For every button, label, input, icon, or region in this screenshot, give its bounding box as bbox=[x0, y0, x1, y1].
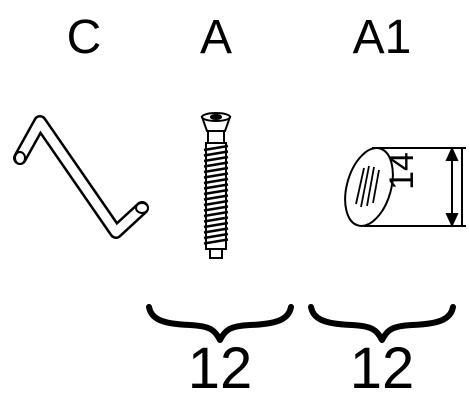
dowel-length-label: 14 bbox=[383, 152, 421, 190]
cam-bolt-icon bbox=[200, 112, 232, 259]
part-label-a1: A1 bbox=[352, 11, 412, 64]
allen-key-icon bbox=[13, 115, 149, 239]
quantity-label-a1: 12 bbox=[349, 336, 415, 401]
part-label-a: A bbox=[199, 11, 233, 64]
dowel-icon bbox=[344, 147, 463, 227]
dimension-line bbox=[436, 146, 466, 228]
brace-icon bbox=[146, 304, 294, 343]
brace-icon bbox=[308, 304, 456, 343]
part-label-c: C bbox=[66, 11, 102, 64]
quantity-label-a: 12 bbox=[187, 336, 253, 401]
